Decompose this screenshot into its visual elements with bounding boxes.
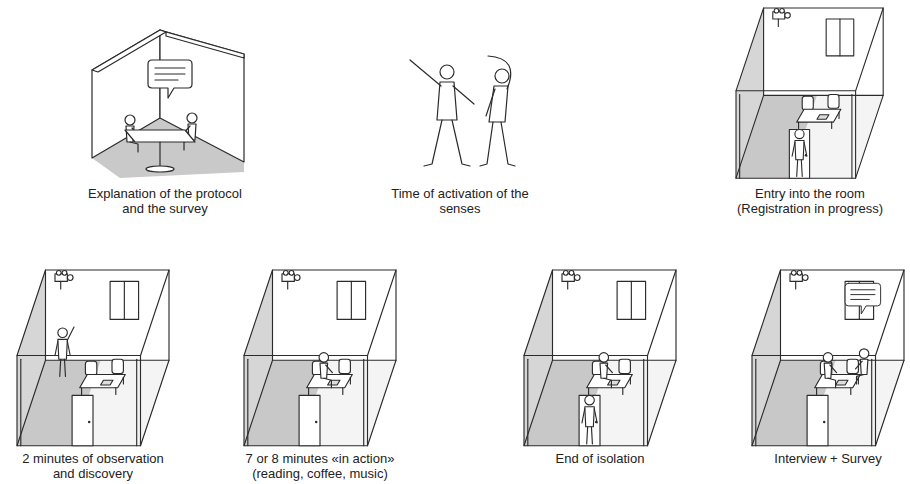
stretching-figures bbox=[410, 56, 515, 166]
table-stand bbox=[159, 142, 160, 167]
step-caption: 2 minutes of observation and discovery bbox=[16, 451, 171, 481]
speech-bubble bbox=[845, 283, 881, 314]
entry-room bbox=[736, 8, 883, 178]
exit-room bbox=[524, 270, 676, 446]
table-base bbox=[146, 166, 174, 172]
step-caption: Explanation of the protocol and the surv… bbox=[83, 186, 248, 216]
step-caption: End of isolation bbox=[520, 451, 680, 466]
seated-person bbox=[599, 353, 612, 388]
step-caption: Interview + Survey bbox=[748, 451, 908, 466]
step-caption: 7 or 8 minutes «in action» (reading, cof… bbox=[238, 451, 403, 481]
room-drawing bbox=[736, 8, 883, 178]
room-drawing bbox=[752, 270, 904, 446]
standing-person bbox=[55, 328, 70, 376]
wall-top bbox=[166, 32, 244, 58]
figure-head bbox=[440, 65, 454, 79]
standing-person bbox=[792, 129, 807, 176]
figure-arms bbox=[410, 60, 474, 104]
interview-room bbox=[752, 270, 904, 446]
room-drawing bbox=[17, 270, 169, 446]
step-caption: Entry into the room (Registration in pro… bbox=[730, 186, 890, 216]
standing-person bbox=[582, 395, 597, 443]
figure-arms bbox=[486, 56, 511, 116]
seated-person bbox=[823, 353, 836, 388]
room-drawing bbox=[524, 270, 676, 446]
raised-arm bbox=[67, 327, 74, 340]
observation-room bbox=[17, 270, 169, 446]
figure-head bbox=[495, 69, 509, 83]
room-drawing bbox=[244, 270, 396, 446]
figure-body bbox=[437, 82, 457, 120]
speech-bubble bbox=[148, 60, 192, 98]
explanation-scene bbox=[92, 30, 244, 178]
step-caption: Time of activation of the senses bbox=[380, 186, 540, 216]
action-room bbox=[244, 270, 396, 446]
table bbox=[125, 130, 195, 142]
figure-legs bbox=[480, 122, 515, 166]
figure-body bbox=[489, 86, 508, 122]
seated-person bbox=[319, 353, 332, 388]
figure-legs bbox=[424, 120, 470, 166]
seated-person bbox=[856, 349, 869, 384]
